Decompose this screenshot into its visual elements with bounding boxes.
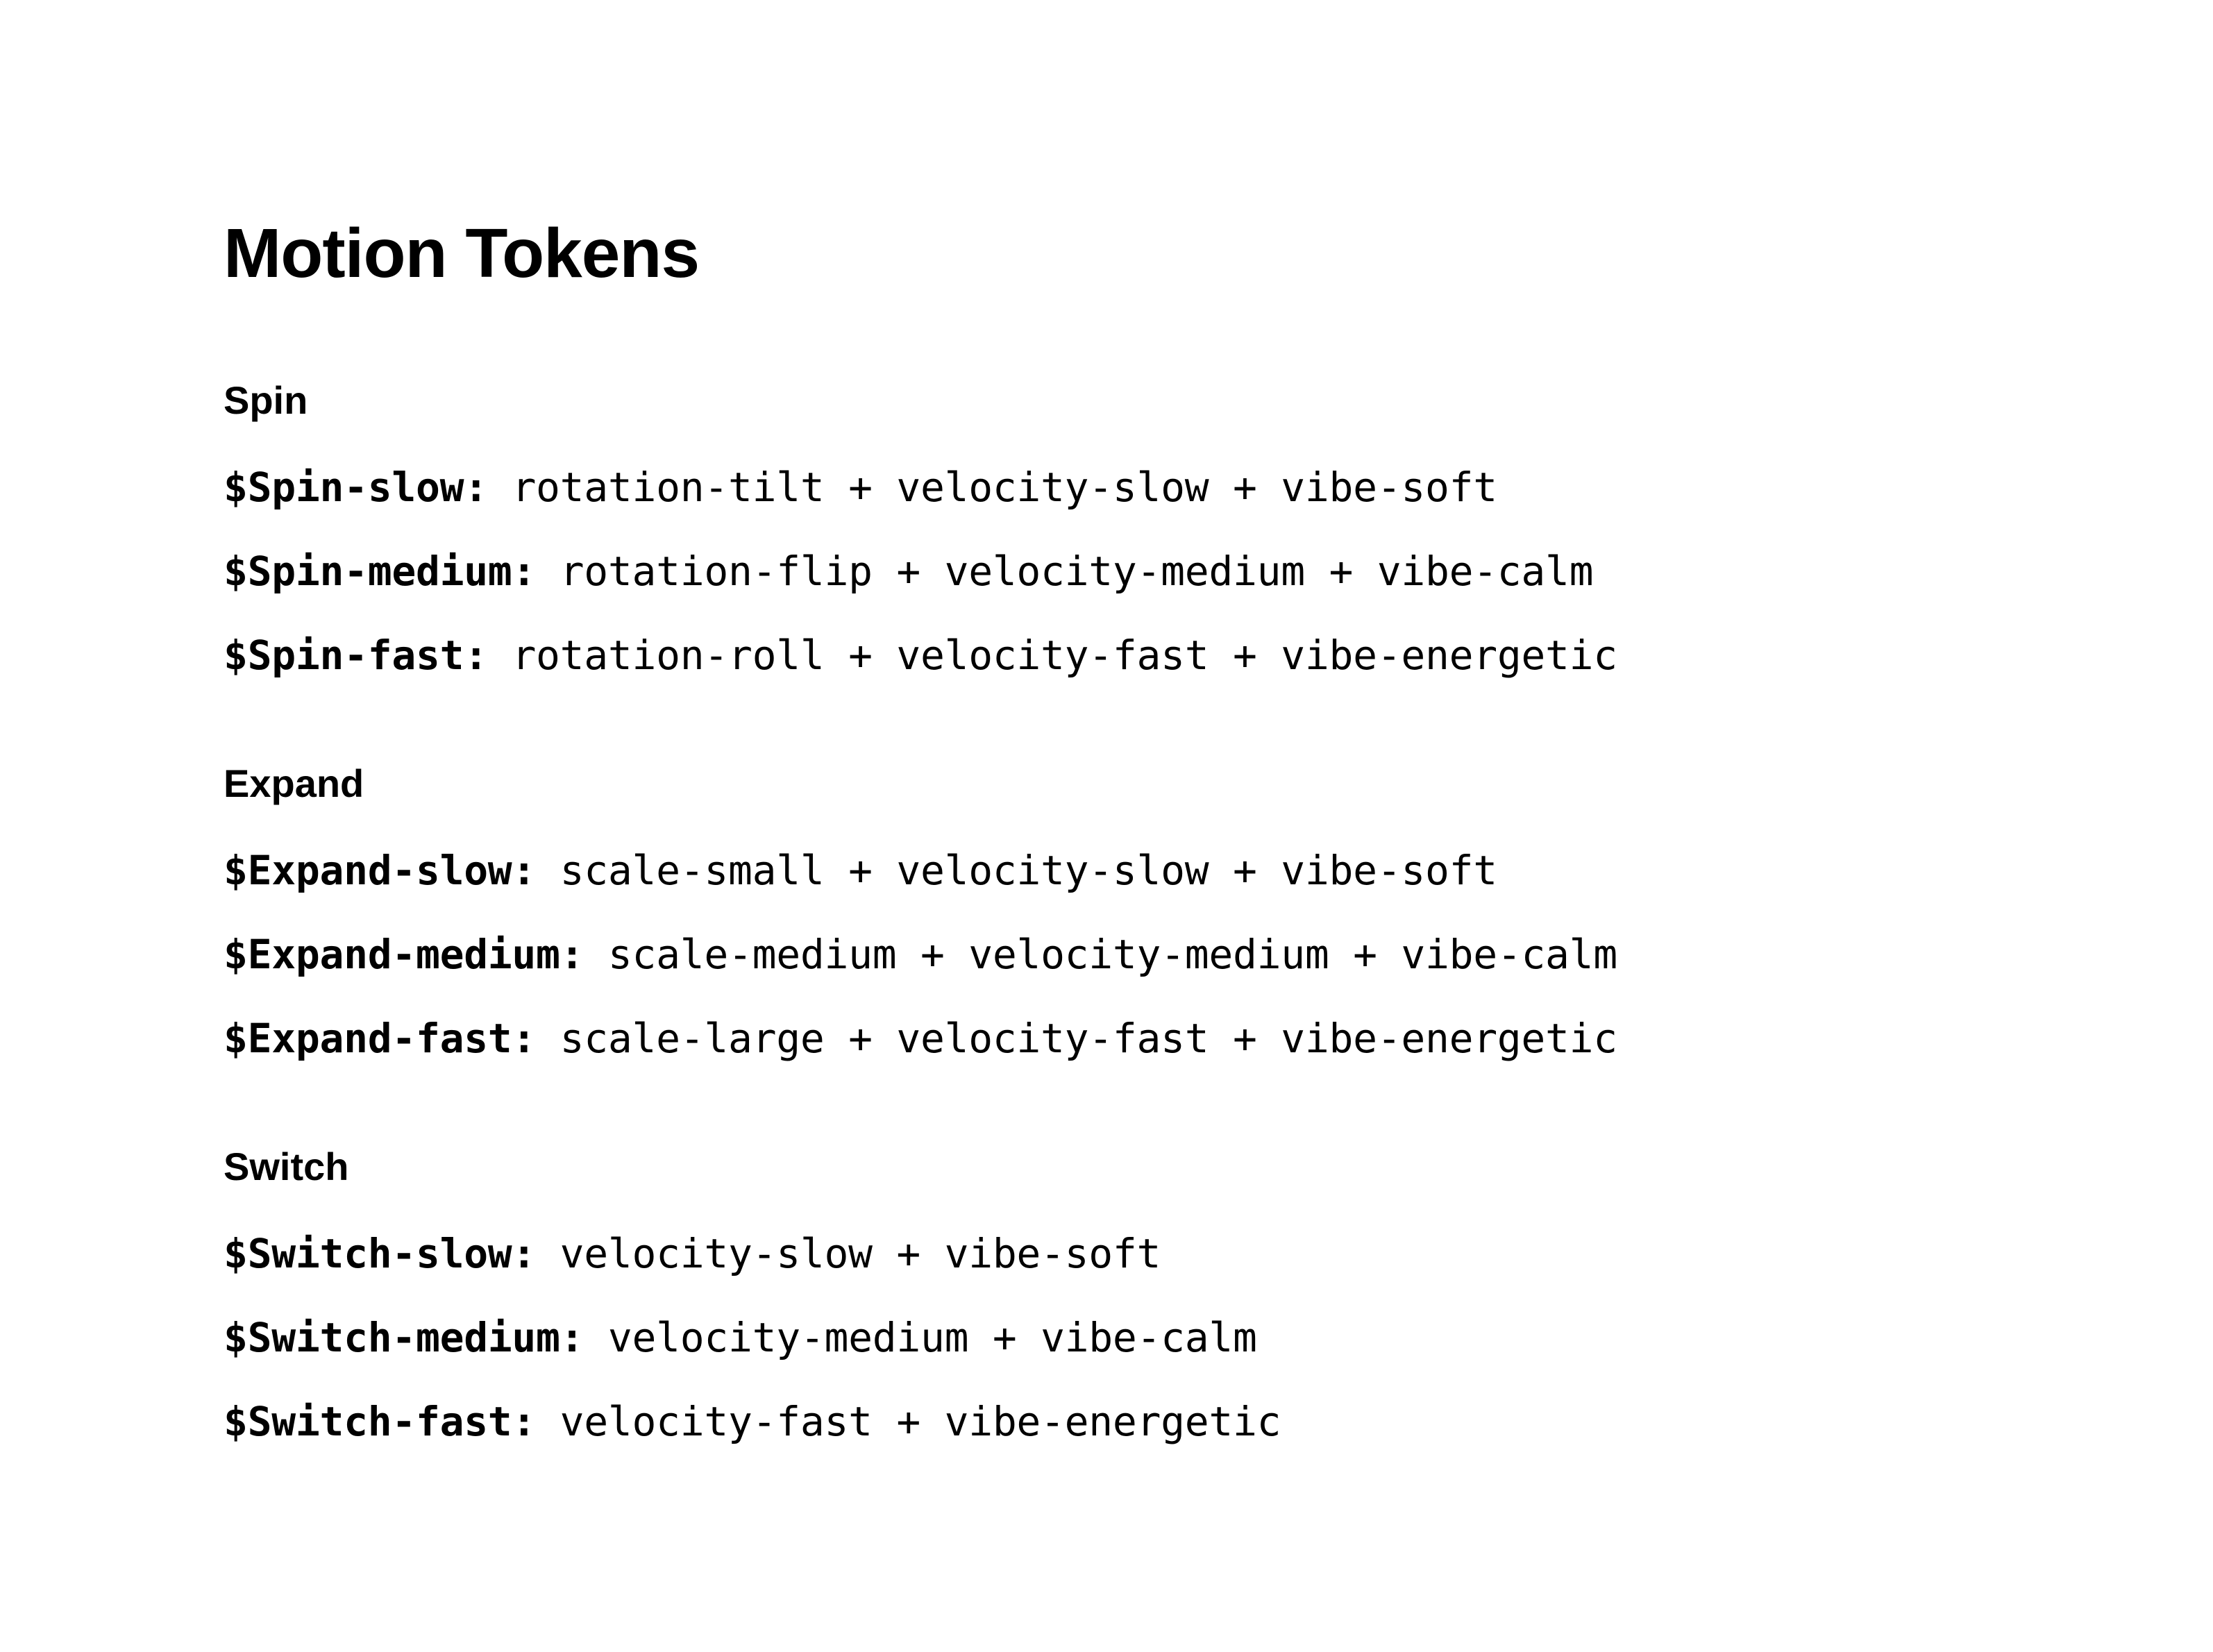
token-name: $Expand-medium: (224, 931, 584, 978)
token-row-switch-fast: $Switch-fast: velocity-fast + vibe-energ… (224, 1395, 1281, 1448)
token-value: rotation-roll + velocity-fast + vibe-ene… (512, 632, 1617, 679)
token-name: $Spin-fast: (224, 632, 488, 679)
token-value: scale-large + velocity-fast + vibe-energ… (559, 1015, 1618, 1062)
token-row-spin-medium: $Spin-medium: rotation-flip + velocity-m… (224, 545, 1594, 598)
token-name: $Switch-fast: (224, 1398, 537, 1445)
token-value: scale-medium + velocity-medium + vibe-ca… (607, 931, 1617, 978)
token-name: $Spin-slow: (224, 464, 488, 511)
section-heading-expand: Expand (224, 761, 364, 805)
page-title: Motion Tokens (224, 214, 700, 292)
token-value: rotation-flip + velocity-medium + vibe-c… (559, 548, 1594, 595)
token-row-expand-medium: $Expand-medium: scale-medium + velocity-… (224, 928, 1617, 981)
section-heading-spin: Spin (224, 378, 308, 422)
token-name: $Switch-medium: (224, 1314, 584, 1361)
token-value: velocity-slow + vibe-soft (559, 1230, 1161, 1277)
token-row-switch-slow: $Switch-slow: velocity-slow + vibe-soft (224, 1227, 1161, 1280)
token-row-expand-slow: $Expand-slow: scale-small + velocity-slo… (224, 844, 1497, 897)
token-row-spin-fast: $Spin-fast: rotation-roll + velocity-fas… (224, 629, 1617, 682)
token-value: rotation-tilt + velocity-slow + vibe-sof… (512, 464, 1497, 511)
token-value: scale-small + velocity-slow + vibe-soft (559, 847, 1497, 894)
token-name: $Expand-slow: (224, 847, 537, 894)
token-row-expand-fast: $Expand-fast: scale-large + velocity-fas… (224, 1012, 1617, 1065)
token-name: $Switch-slow: (224, 1230, 537, 1277)
token-row-spin-slow: $Spin-slow: rotation-tilt + velocity-slo… (224, 461, 1497, 514)
token-row-switch-medium: $Switch-medium: velocity-medium + vibe-c… (224, 1311, 1257, 1364)
section-heading-switch: Switch (224, 1145, 349, 1188)
token-name: $Spin-medium: (224, 548, 537, 595)
token-name: $Expand-fast: (224, 1015, 537, 1062)
token-value: velocity-fast + vibe-energetic (559, 1398, 1281, 1445)
document-page: Motion Tokens Spin $Spin-slow: rotation-… (224, 0, 2028, 1652)
token-value: velocity-medium + vibe-calm (607, 1314, 1257, 1361)
